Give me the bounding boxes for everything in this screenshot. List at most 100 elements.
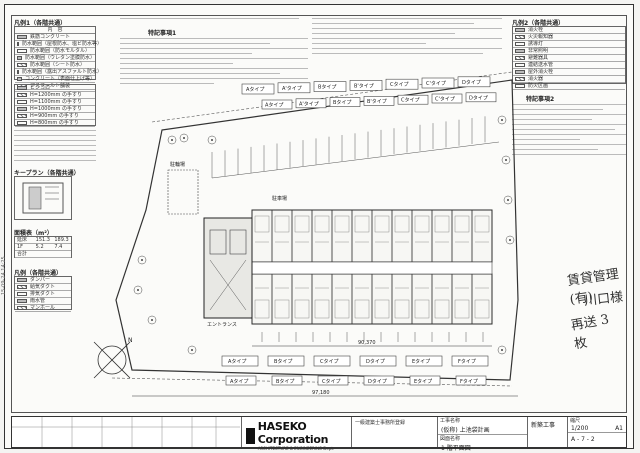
legend1-row: 防水範囲（露出アスファルト防水） xyxy=(15,69,102,76)
legend2-row: 消火器 xyxy=(513,76,625,83)
legend3-rows: ダンパー給気ダクト排気ダクト雨水管マンホール xyxy=(15,277,71,312)
drawing-sheet: 15-09-24 14:25 凡例1（各階共通） 内 容 鉄筋コンクリート防水範… xyxy=(1,4,634,452)
legend-label: 雨水管 xyxy=(30,298,46,304)
legend-symbol-icon xyxy=(17,42,19,46)
legend-label: 給気ダクト xyxy=(30,284,56,290)
type-box xyxy=(457,76,491,88)
type-box xyxy=(451,355,489,367)
unit-room xyxy=(314,299,330,319)
bike-label: 駐輪場 xyxy=(170,161,185,168)
legend-label: H=900mm の手すり xyxy=(30,113,79,119)
tree-icon xyxy=(147,315,157,325)
tree-icon xyxy=(179,133,189,143)
legend1-row: 鉄筋コンクリート xyxy=(15,34,95,41)
keyplan-title: キープラン（各階共通） xyxy=(14,170,80,177)
legend-symbol-icon xyxy=(515,63,525,67)
legend-symbol-icon xyxy=(17,306,27,310)
legend3-row: 給気ダクト xyxy=(15,284,71,291)
type-box xyxy=(241,83,275,95)
tree-icon xyxy=(167,135,177,145)
type-label: Cタイプ xyxy=(401,97,420,104)
legend-symbol-icon xyxy=(17,100,27,104)
legend2-row: 誘導灯 xyxy=(513,41,625,48)
tree-icon xyxy=(505,235,515,245)
note2-title: 特記事項2 xyxy=(526,96,555,103)
legend-label: H=800mm の手すり xyxy=(30,120,79,126)
legend-misc-row: ピンコロ xyxy=(15,85,95,92)
tree-trunk xyxy=(183,137,185,139)
type-box xyxy=(271,375,303,386)
legend-notes xyxy=(14,130,96,165)
legend-symbol-icon xyxy=(17,93,27,97)
legend3-row: 排気ダクト xyxy=(15,291,71,298)
tree-trunk xyxy=(137,289,139,291)
type-box xyxy=(295,98,327,109)
type-box xyxy=(465,92,497,103)
legend-symbol-icon xyxy=(515,70,525,74)
tree-trunk xyxy=(501,349,503,351)
unit-room xyxy=(274,215,290,233)
legend-symbol-icon xyxy=(17,56,22,60)
legend-label: 連結送水管 xyxy=(528,62,554,68)
legend-symbol-icon xyxy=(17,86,27,90)
legend-symbol-icon xyxy=(17,114,27,118)
registration-text: 一級建築士事務所登録 xyxy=(355,420,406,426)
type-label: Bタイプ xyxy=(276,378,294,385)
legend-symbol-icon xyxy=(515,84,525,88)
legend1-row: 防水範囲（屋根防水、塩ビ防水等） xyxy=(15,41,102,48)
tb-approval-cells xyxy=(12,417,242,447)
legend-symbol-icon xyxy=(17,299,27,303)
drawing-label: 図面名称 xyxy=(438,434,527,443)
legend3-row: 雨水管 xyxy=(15,298,71,305)
legend2-row: 防火区画 xyxy=(513,83,625,90)
legend-label: 非常照明 xyxy=(528,48,549,54)
tree-icon xyxy=(501,155,511,165)
legend2-title: 凡例2（各階共通） xyxy=(512,20,565,27)
legend-symbol-icon xyxy=(17,121,27,125)
parking-label: 駐車場 xyxy=(272,195,287,202)
type-box xyxy=(431,93,463,104)
legend2-row: 避難器具 xyxy=(513,55,625,62)
legend-symbol-icon xyxy=(515,35,525,39)
project-name: (仮称) 上池袋計画 xyxy=(441,427,490,434)
legend-label: 防水範囲（シート防水） xyxy=(30,62,86,68)
tb-company: HASEKO Corporation ARCHITECTURE & ENGINE… xyxy=(242,417,352,451)
sheet-size: A1 xyxy=(615,425,623,432)
dept-name: 新築工事 xyxy=(531,422,556,429)
tree-trunk xyxy=(505,159,507,161)
parking-edge xyxy=(211,141,500,179)
legend-label: ピンコロ xyxy=(30,85,51,91)
legend-misc-row: H=1200mm の手すり xyxy=(15,92,95,99)
unit-room xyxy=(454,215,470,233)
margin-stamp: 15-09-24 14:25 xyxy=(1,256,7,295)
type-label: Fタイプ xyxy=(460,378,478,385)
area-cell: 5.2 xyxy=(35,244,44,250)
legend1-row: 防水範囲（防水モルタル） xyxy=(15,48,95,55)
keyplan-diagram xyxy=(22,182,64,214)
keyplan-box xyxy=(14,176,72,220)
type-box xyxy=(313,355,351,367)
note2-text xyxy=(512,104,626,159)
legend2-rows: 消火栓火災報知器誘導灯非常照明避難器具連結送水管屋外消火栓消火器防火区画 xyxy=(513,27,625,90)
legend-label: 消火栓 xyxy=(528,27,544,33)
type-label: Cタイプ xyxy=(320,358,339,365)
legend-label: アスファルト舗装 xyxy=(30,83,71,89)
legend-misc-row: H=800mm の手すり xyxy=(15,120,95,127)
type-label: Bタイプ xyxy=(318,84,336,91)
tree-trunk xyxy=(141,259,143,261)
type-label: Dタイプ xyxy=(469,94,488,101)
type-label: B'タイプ xyxy=(354,82,374,89)
unit-room xyxy=(394,299,410,319)
drawing-frame: 凡例1（各階共通） 内 容 鉄筋コンクリート防水範囲（屋根防水、塩ビ防水等）防水… xyxy=(11,15,627,413)
legend-label: ダンパー xyxy=(30,277,51,283)
legend-symbol-icon xyxy=(17,107,27,111)
type-label: Dタイプ xyxy=(368,378,387,385)
unit-room xyxy=(354,299,370,319)
area-row: 合計 xyxy=(15,251,71,258)
legend-label: H=1100mm の手すり xyxy=(30,99,83,105)
type-label: Dタイプ xyxy=(462,79,481,86)
